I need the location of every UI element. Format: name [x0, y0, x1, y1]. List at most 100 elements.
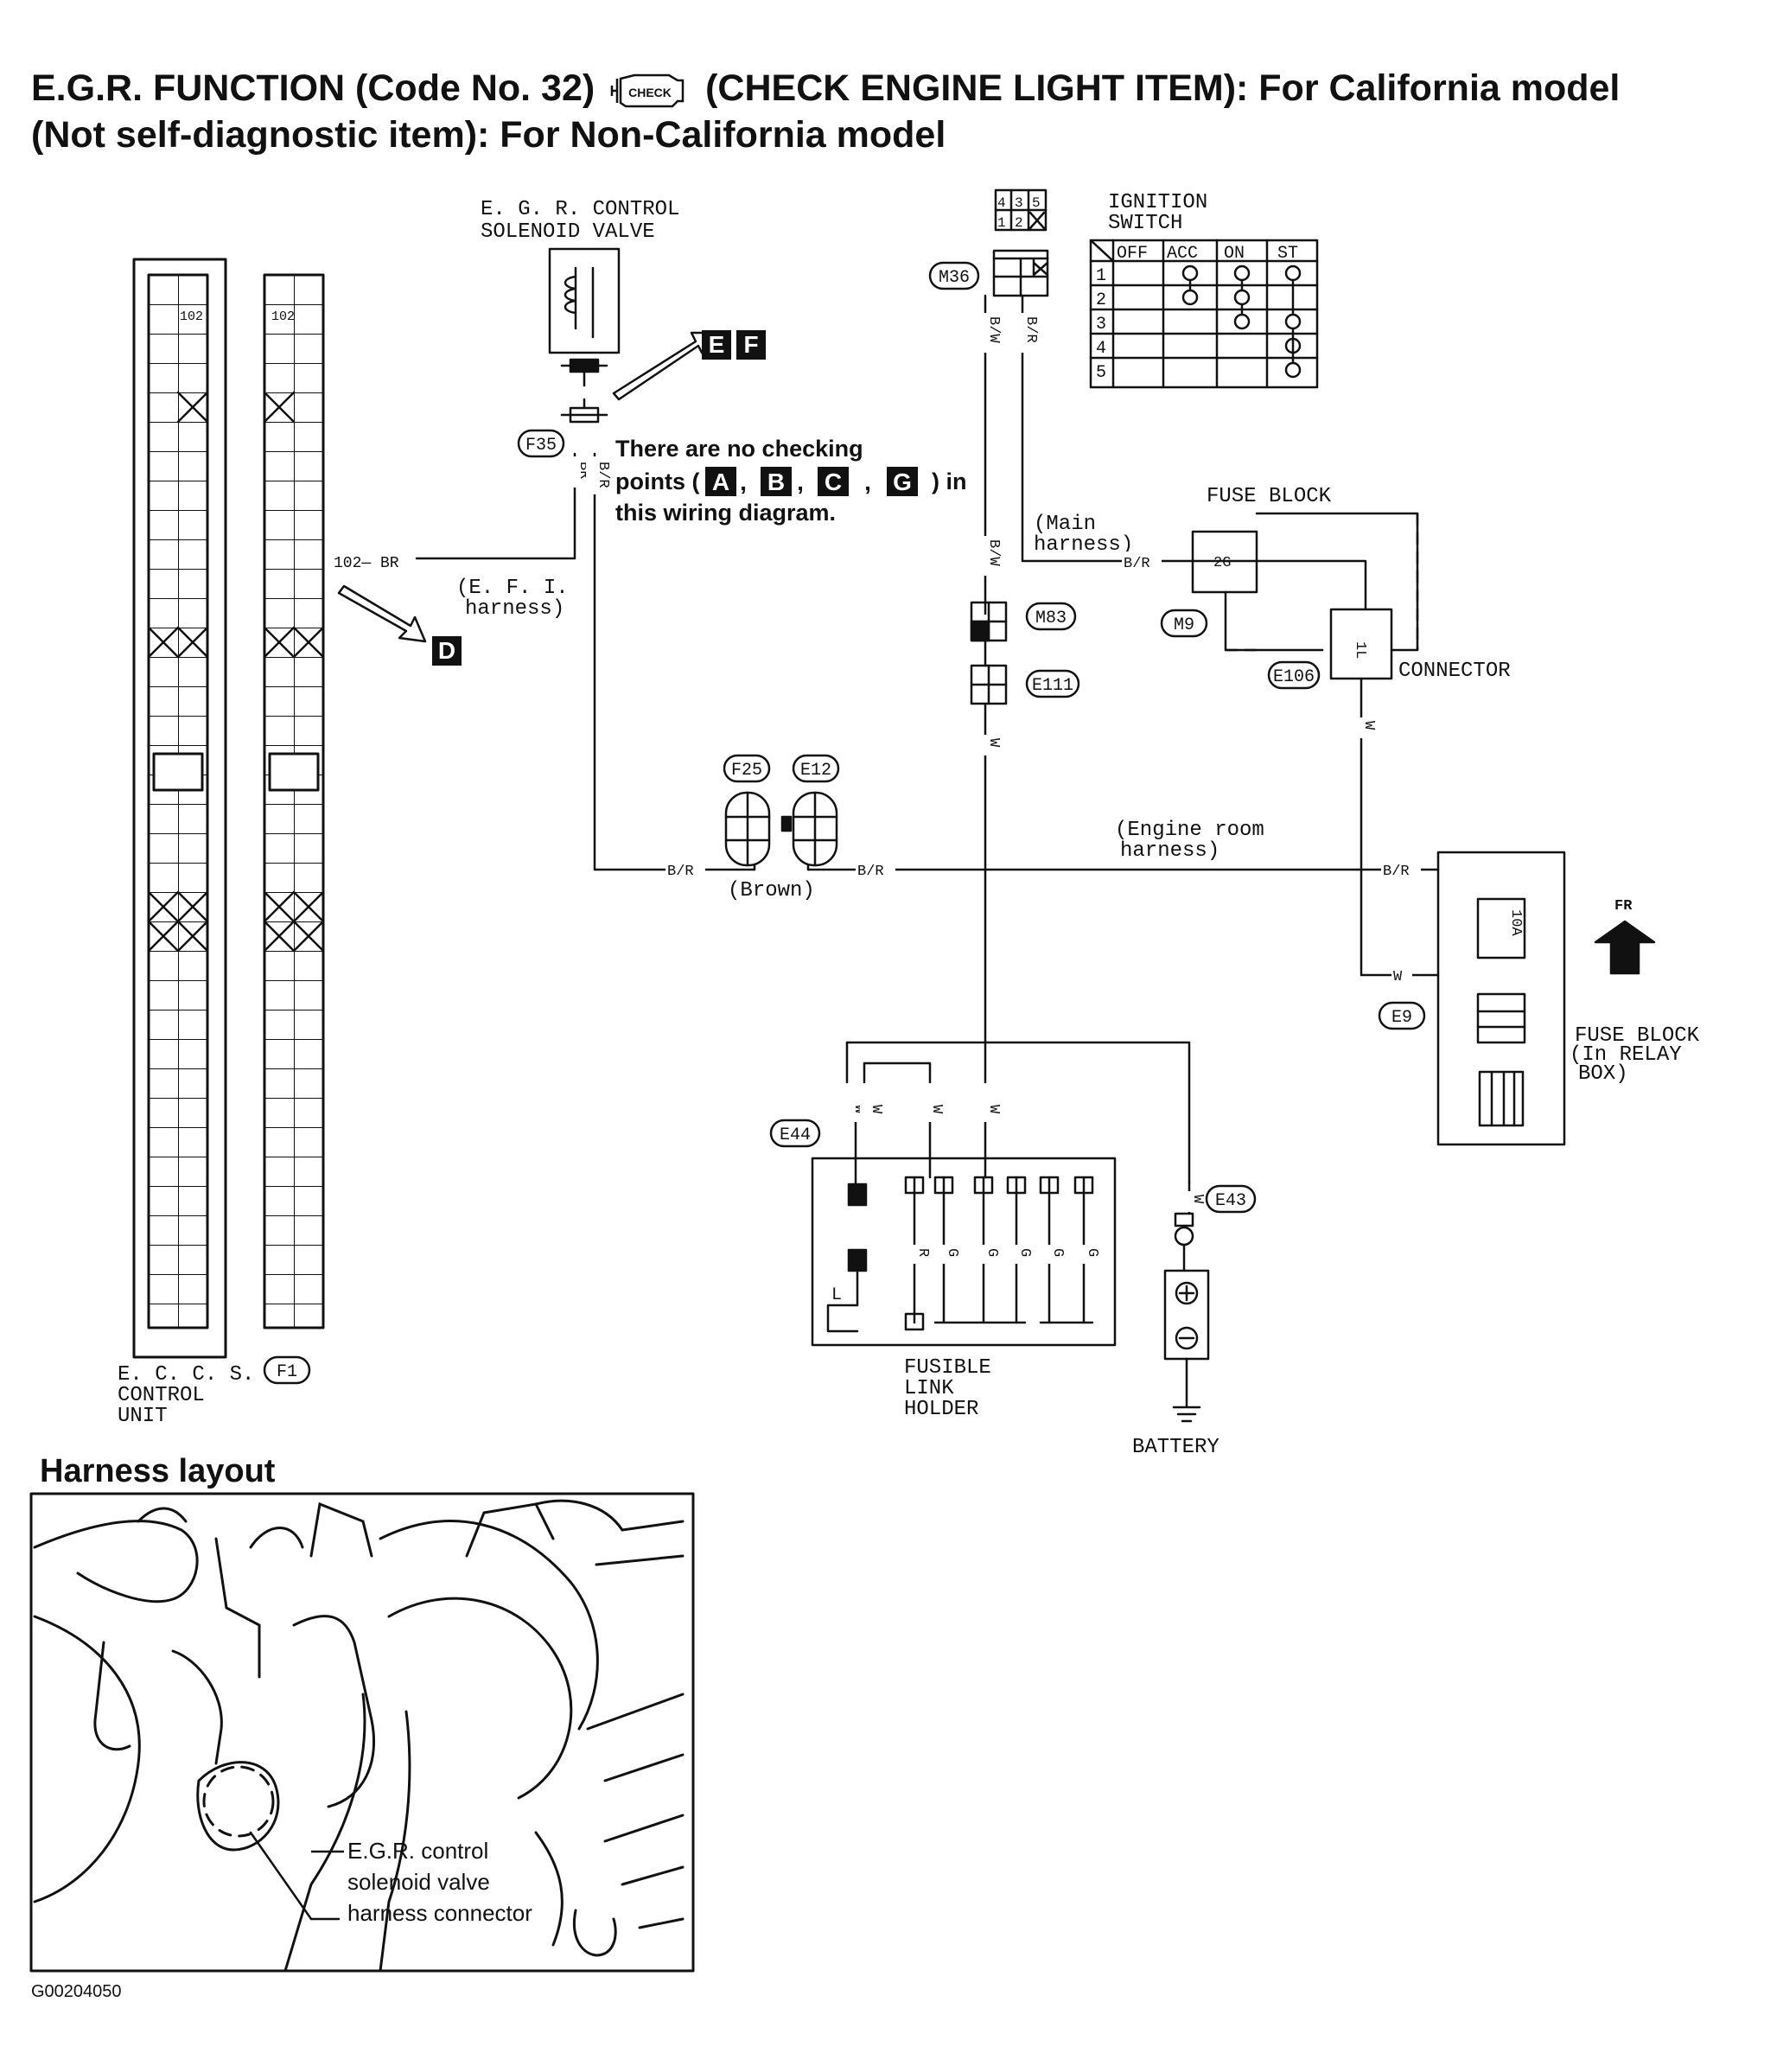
wire-w-e111: W	[977, 735, 1002, 755]
note-line-3: this wiring diagram.	[615, 500, 836, 526]
ignition-label-1: IGNITION	[1108, 191, 1207, 214]
callout-line-1: E.G.R. control	[347, 1838, 488, 1864]
title-part-a: E.G.R. FUNCTION (Code No. 32)	[31, 67, 595, 109]
note-line-2-suffix: ) in	[932, 469, 967, 494]
ign-row-2: 2	[1096, 290, 1106, 310]
svg-text:G: G	[1049, 1248, 1066, 1257]
ign-header-st: ST	[1277, 244, 1298, 264]
svg-text:W: W	[1360, 721, 1377, 730]
wire-g-fusible-4: G	[1041, 1245, 1066, 1264]
checkpoint-badge-g: G	[887, 467, 918, 496]
svg-text:B/R: B/R	[667, 864, 694, 880]
wire-br-main: B/R	[1122, 551, 1162, 572]
diagram-title-line-1: E.G.R. FUNCTION (Code No. 32) CHECK (CHE…	[31, 67, 1620, 110]
check-icon-text: CHECK	[628, 86, 672, 99]
checkpoint-badge-f: F	[736, 330, 766, 360]
m36-pin-1: 1	[997, 215, 1006, 231]
m36-pin-5: 5	[1032, 195, 1041, 211]
wire-w-link-3: W	[920, 1101, 945, 1122]
relay-fuse-label-2: (In RELAY	[1570, 1043, 1682, 1067]
checkpoint-badge-b: B	[761, 467, 792, 496]
connector-e12: E12	[792, 754, 840, 783]
svg-text:W: W	[985, 1105, 1002, 1114]
checkpoint-badge-e: E	[702, 330, 731, 360]
engine-bay-illustration	[33, 1499, 685, 1973]
engine-room-label-1: (Engine room	[1115, 819, 1264, 842]
efi-harness-label-1: (E. F. I.	[456, 577, 569, 600]
svg-text:F: F	[743, 331, 758, 358]
svg-text:F1: F1	[277, 1362, 297, 1382]
harness-layout-title: Harness layout	[40, 1453, 276, 1489]
check-engine-icon: CHECK	[608, 72, 691, 110]
pin-102-wire: 102— BR	[334, 555, 399, 572]
f1-pin-102: 102	[271, 309, 295, 324]
fuse-block-label: FUSE BLOCK	[1207, 485, 1332, 508]
wire-br-f25: B/R	[665, 861, 705, 880]
svg-text:B/W: B/W	[985, 539, 1002, 566]
connector-f35: F35	[517, 429, 565, 458]
svg-text:,: ,	[740, 469, 747, 495]
fusible-label-1: FUSIBLE	[904, 1356, 991, 1380]
wire-w-link-1: W	[843, 1101, 867, 1122]
svg-text:W: W	[1189, 1195, 1206, 1204]
svg-text:F25: F25	[731, 761, 762, 781]
fusible-label-3: HOLDER	[904, 1398, 978, 1421]
figure-id: G00204050	[31, 1982, 122, 2001]
checkpoint-badge-d: D	[432, 636, 462, 666]
fr-label: FR	[1614, 898, 1633, 915]
fuse-10a: 10A	[1507, 909, 1524, 936]
svg-text:,: ,	[864, 469, 871, 495]
m36-pin-3: 3	[1015, 195, 1023, 211]
svg-text:E106: E106	[1273, 667, 1315, 687]
svg-text:F35: F35	[525, 436, 557, 456]
wire-br-egr: B/R	[586, 456, 611, 494]
relay-fuse-label-3: BOX)	[1578, 1062, 1628, 1086]
svg-text:B/R: B/R	[1022, 316, 1039, 343]
svg-text:W: W	[985, 738, 1002, 748]
callout-line-3: harness connector	[347, 1900, 532, 1926]
callout-line-2: solenoid valve	[347, 1869, 490, 1895]
wire-w-link-4: W	[977, 1101, 1002, 1122]
wire-w-battery: W	[1181, 1191, 1206, 1212]
wire-w-relay: W	[1391, 966, 1412, 985]
svg-text:W: W	[928, 1105, 945, 1114]
eccs-label-2: CONTROL	[118, 1384, 205, 1407]
egr-valve-label-2: SOLENOID VALVE	[481, 220, 655, 244]
svg-text:B: B	[767, 469, 785, 495]
svg-text:A: A	[712, 469, 729, 495]
main-harness-label-2: harness)	[1034, 533, 1133, 557]
svg-text:E111: E111	[1032, 676, 1073, 696]
connector-e9: E9	[1378, 1001, 1426, 1030]
svg-text:E44: E44	[780, 1125, 811, 1145]
eccs-label-1: E. C. C. S.	[118, 1363, 254, 1387]
connector-m83: M83	[1025, 602, 1077, 631]
ign-header-acc: ACC	[1167, 244, 1198, 264]
svg-text:M9: M9	[1174, 615, 1194, 635]
checkpoint-badge-a: A	[705, 467, 736, 496]
wire-w-link-2: W	[860, 1101, 884, 1122]
connector-e111: E111	[1025, 669, 1080, 698]
battery-label: BATTERY	[1132, 1436, 1219, 1459]
pin-2g: 2G	[1213, 555, 1231, 571]
eccs-label-3: UNIT	[118, 1405, 168, 1428]
wire-r-fusible: R	[906, 1245, 931, 1264]
checkpoint-badge-c: C	[818, 467, 849, 496]
svg-text:E: E	[709, 331, 725, 358]
ign-row-4: 4	[1096, 339, 1106, 359]
connector-e106: E106	[1267, 660, 1321, 690]
egr-valve-label-1: E. G. R. CONTROL	[481, 198, 679, 221]
pin-1l: 1L	[1352, 641, 1368, 659]
ign-header-on: ON	[1224, 244, 1245, 264]
engine-room-label-2: harness)	[1120, 839, 1219, 863]
efi-harness-label-2: harness)	[465, 597, 564, 621]
svg-text:M36: M36	[939, 268, 970, 288]
brown-label: (Brown)	[728, 879, 815, 902]
wire-g-fusible-2: G	[975, 1245, 1000, 1264]
svg-text:B/R: B/R	[857, 864, 884, 880]
wire-g-fusible-3: G	[1008, 1245, 1033, 1264]
ign-row-3: 3	[1096, 315, 1106, 335]
svg-text:G: G	[1084, 1248, 1100, 1257]
eccs-pin-102: 102	[180, 309, 203, 324]
svg-text:E12: E12	[800, 761, 831, 781]
